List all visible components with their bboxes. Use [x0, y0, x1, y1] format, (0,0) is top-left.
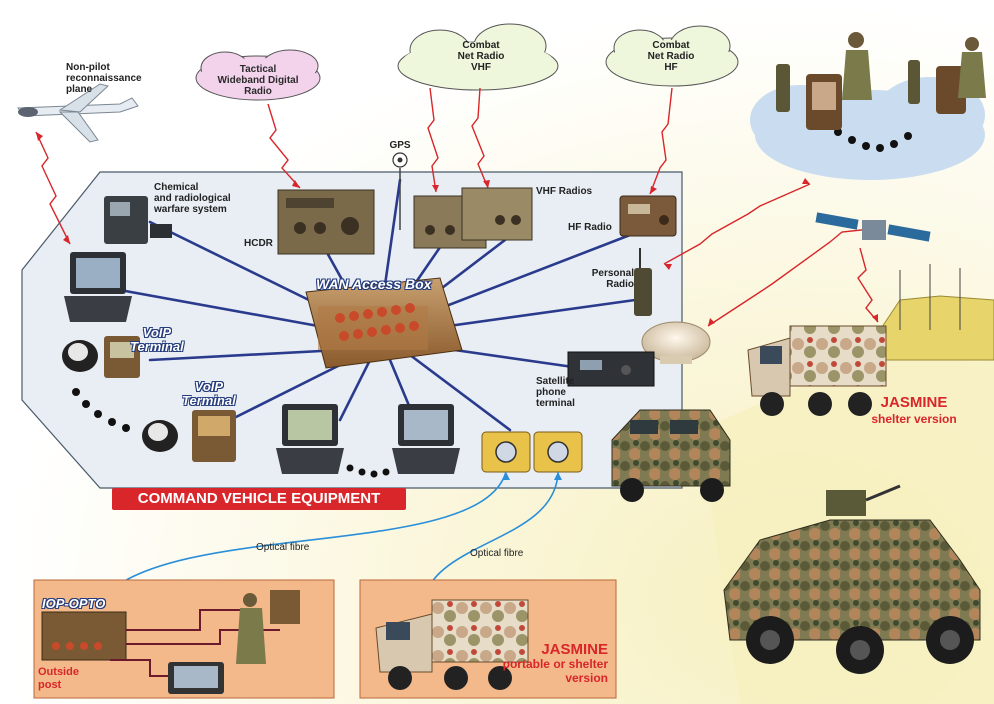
laptop-left-icon — [64, 252, 132, 322]
link-personal-cloud — [663, 183, 811, 265]
command-vehicle-banner: COMMAND VEHICLE EQUIPMENT — [112, 488, 406, 510]
ellipsis-dots — [72, 128, 912, 478]
label-wan-access-box: WAN Access Box — [316, 276, 432, 292]
hcdr-radio-icon — [277, 189, 375, 255]
label-line: Outside — [38, 666, 79, 678]
label-line: Combat — [652, 40, 690, 51]
armoured-vehicle-small-icon — [611, 409, 731, 502]
label-voip-1: VoIP Terminal — [130, 326, 184, 354]
radio-links — [35, 87, 881, 327]
label-optical-fibre-2: Optical fibre — [470, 548, 524, 559]
label-line: reconnaissance — [66, 73, 142, 84]
jasmine-shelter-truck-icon — [747, 325, 887, 416]
label-hf-radio: HF Radio — [568, 222, 612, 233]
link-dome-sat — [707, 227, 881, 327]
soldiers-radios-icon — [776, 32, 986, 130]
label-line: JASMINE — [541, 641, 608, 658]
label-personal-radio: Personal Radio — [584, 268, 634, 290]
label-jasmine-portable: JASMINE portable or shelter version — [490, 642, 608, 685]
label-line: warfare system — [154, 204, 227, 215]
label-combat-hf: Combat Net Radio HF — [636, 40, 706, 73]
cloud-hf — [605, 25, 739, 87]
label-optical-fibre-1: Optical fibre — [256, 542, 310, 553]
label-hcdr: HCDR — [244, 238, 273, 249]
label-tactical: Tactical Wideband Digital Radio — [212, 64, 304, 97]
label-line: Tactical — [239, 64, 277, 75]
cloud-vhf — [397, 23, 559, 91]
vhf-radios-icon — [413, 187, 533, 249]
laptop-bottom-1-icon — [276, 404, 344, 474]
label-line: phone — [536, 387, 566, 398]
label-line: post — [38, 679, 62, 691]
label-line: Net Radio — [647, 51, 695, 62]
satellite-icon — [815, 212, 931, 242]
label-line: Non-pilot — [66, 62, 110, 73]
link-plane — [35, 131, 71, 245]
optical-fibre-links — [103, 471, 559, 599]
link-hf — [649, 87, 673, 195]
optical-ports — [481, 431, 583, 473]
label-satellite-phone: Satellite phone terminal — [536, 376, 575, 409]
laptop-bottom-2-icon — [392, 404, 460, 474]
shelter-camp-icon — [879, 264, 994, 361]
label-voip-2: VoIP Terminal — [182, 380, 236, 408]
label-line: Satellite — [536, 376, 575, 387]
hf-radio-icon — [619, 195, 677, 237]
label-line: Terminal — [130, 339, 184, 354]
voip-terminal-2-icon — [142, 410, 236, 462]
link-sat-shelter — [857, 247, 879, 323]
label-iop-opto: IOP-OPTO — [42, 596, 106, 611]
chemical-device-icon — [104, 196, 172, 244]
label-line: portable or shelter — [502, 657, 608, 671]
label-line: Radio — [606, 279, 634, 290]
voip-terminal-1-icon — [62, 336, 140, 378]
satellite-dome-icon — [641, 321, 711, 364]
satellite-phone-icon — [567, 351, 655, 387]
label-line: VoIP — [194, 379, 224, 394]
link-vhf-1 — [427, 87, 439, 193]
label-line: HF — [664, 62, 678, 73]
label-line: version — [565, 671, 608, 685]
link-tactical — [267, 103, 301, 189]
label-line: Wideband Digital — [217, 75, 299, 86]
label-combat-vhf: Combat Net Radio VHF — [446, 40, 516, 73]
cloud-tactical — [195, 49, 321, 101]
gps-antenna — [392, 152, 408, 230]
wan-access-box-icon — [305, 277, 463, 369]
label-line: Terminal — [182, 393, 236, 408]
label-vhf-radios: VHF Radios — [536, 186, 593, 197]
label-chemical: Chemical and radiological warfare system — [154, 182, 231, 215]
link-vhf-2 — [471, 87, 489, 189]
label-line: shelter version — [871, 412, 957, 426]
label-gps: GPS — [389, 140, 411, 151]
label-line: Combat — [462, 40, 500, 51]
personal-radio-icon — [634, 248, 652, 316]
label-line: JASMINE — [880, 394, 948, 411]
label-line: Chemical — [154, 182, 199, 193]
label-line: plane — [66, 84, 93, 95]
label-jasmine-shelter: JASMINE shelter version — [852, 394, 976, 428]
label-line: Net Radio — [457, 51, 505, 62]
jasmine-portable-box — [359, 579, 617, 699]
label-non-pilot: Non-pilot reconnaissance plane — [66, 62, 142, 95]
outside-post-box — [33, 579, 335, 699]
radio-arrowheads — [36, 132, 878, 326]
label-line: VoIP — [142, 325, 172, 340]
recon-plane-icon — [17, 83, 139, 143]
label-outside-post: Outside post — [38, 666, 79, 692]
label-line: terminal — [536, 398, 575, 409]
label-line: VHF — [471, 62, 491, 73]
label-line: Personal — [591, 268, 634, 279]
label-line: Radio — [244, 86, 272, 97]
label-line: and radiological — [154, 193, 231, 204]
armoured-vehicle-large-icon — [723, 484, 981, 674]
